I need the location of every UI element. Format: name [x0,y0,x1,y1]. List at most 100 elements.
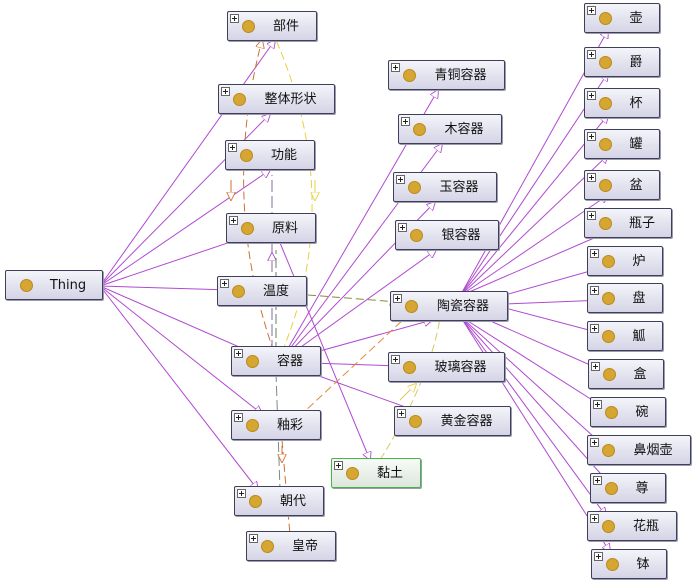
edge-youcai-taoci-orange [289,317,406,426]
expand-icon[interactable] [590,286,599,295]
expand-icon[interactable] [587,132,596,141]
class-icon [606,558,619,571]
expand-icon[interactable] [594,552,603,561]
edge-thing-bujian [99,40,275,287]
class-icon [233,93,246,106]
expand-icon[interactable] [398,223,407,232]
node-gu[interactable]: 觚 [587,321,663,351]
node-taoci[interactable]: 陶瓷容器 [390,291,508,321]
expand-icon[interactable] [591,362,600,371]
class-icon [599,97,612,110]
expand-icon[interactable] [396,175,405,184]
node-label: 皇帝 [291,539,318,554]
node-bujian[interactable]: 部件 [227,11,317,41]
class-icon [405,300,418,313]
node-huaping[interactable]: 花瓶 [587,511,677,541]
expand-icon[interactable] [229,216,238,225]
node-bo[interactable]: 钵 [591,549,667,579]
node-guan[interactable]: 罐 [584,129,660,159]
class-icon [599,56,612,69]
node-murongqi[interactable]: 木容器 [398,114,502,144]
class-icon [602,292,615,305]
class-icon [249,495,262,508]
node-chaodai[interactable]: 朝代 [234,486,324,516]
expand-icon[interactable] [249,534,258,543]
node-jue[interactable]: 爵 [584,47,660,77]
node-yuanliao[interactable]: 原料 [226,213,316,243]
edge-thing-youcai [99,285,262,414]
expand-icon[interactable] [334,461,343,470]
node-label: 钵 [636,557,650,572]
edge-taoci-bei [459,115,608,297]
edge-yuanliao-niantu [277,237,370,460]
expand-icon[interactable] [393,294,402,303]
expand-icon[interactable] [587,211,596,220]
node-thing[interactable]: Thing [5,270,103,300]
expand-icon[interactable] [593,400,602,409]
node-rongqi[interactable]: 容器 [231,346,321,376]
node-huangdi[interactable]: 皇帝 [246,531,336,561]
edge-rongqi-bujian-orange [243,40,275,353]
node-lu[interactable]: 炉 [587,246,663,276]
expand-icon[interactable] [397,409,406,418]
class-icon [605,482,618,495]
node-bei[interactable]: 杯 [584,88,660,118]
expand-icon[interactable] [590,249,599,258]
class-icon [246,355,259,368]
node-wendu[interactable]: 温度 [217,276,307,306]
expand-icon[interactable] [391,355,400,364]
class-icon [599,138,612,151]
node-niantu[interactable]: 黏土 [331,458,421,488]
expand-icon[interactable] [230,14,239,23]
expand-icon[interactable] [587,6,596,15]
expand-icon[interactable] [228,143,237,152]
expand-icon[interactable] [593,476,602,485]
expand-icon[interactable] [587,173,596,182]
class-icon [242,20,255,33]
expand-icon[interactable] [237,489,246,498]
node-biyanhu[interactable]: 鼻烟壶 [587,435,691,465]
node-label: 瓶子 [628,216,655,231]
node-label: 釉彩 [276,418,303,433]
node-youcai[interactable]: 釉彩 [231,410,321,440]
node-yinrongqi[interactable]: 银容器 [395,220,499,250]
expand-icon[interactable] [401,117,410,126]
expand-icon[interactable] [234,349,243,358]
node-label: 功能 [270,148,297,163]
node-zun[interactable]: 尊 [590,473,666,503]
node-label: 玉容器 [439,180,479,195]
expand-icon[interactable] [234,413,243,422]
expand-icon[interactable] [587,50,596,59]
expand-icon[interactable] [590,324,599,333]
expand-icon[interactable] [587,91,596,100]
node-qingtong[interactable]: 青铜容器 [388,60,505,90]
node-he[interactable]: 盒 [588,359,664,389]
node-zhengti[interactable]: 整体形状 [218,84,335,114]
node-label: 温度 [262,284,289,299]
node-label: 爵 [629,55,643,70]
class-icon [410,229,423,242]
expand-icon[interactable] [221,87,230,96]
edge-taoci-pen [459,195,608,297]
expand-icon[interactable] [220,279,229,288]
class-icon [413,123,426,136]
expand-icon[interactable] [590,438,599,447]
node-label: 木容器 [444,122,484,137]
node-pen[interactable]: 盆 [584,170,660,200]
edge-thing-gongneng [99,170,270,287]
node-label: 尊 [635,481,649,496]
node-boli[interactable]: 玻璃容器 [388,352,505,382]
class-icon [403,69,416,82]
node-label: 觚 [632,329,646,344]
node-pan[interactable]: 盘 [587,283,663,313]
node-gongneng[interactable]: 功能 [225,140,315,170]
node-pingzi[interactable]: 瓶子 [584,208,672,238]
node-yurongqi[interactable]: 玉容器 [393,172,497,202]
node-hu[interactable]: 壶 [584,3,660,33]
expand-icon[interactable] [590,514,599,523]
class-icon [403,361,416,374]
node-huangjin[interactable]: 黄金容器 [394,406,511,436]
class-icon [605,406,618,419]
node-wan[interactable]: 碗 [590,397,666,427]
expand-icon[interactable] [391,63,400,72]
